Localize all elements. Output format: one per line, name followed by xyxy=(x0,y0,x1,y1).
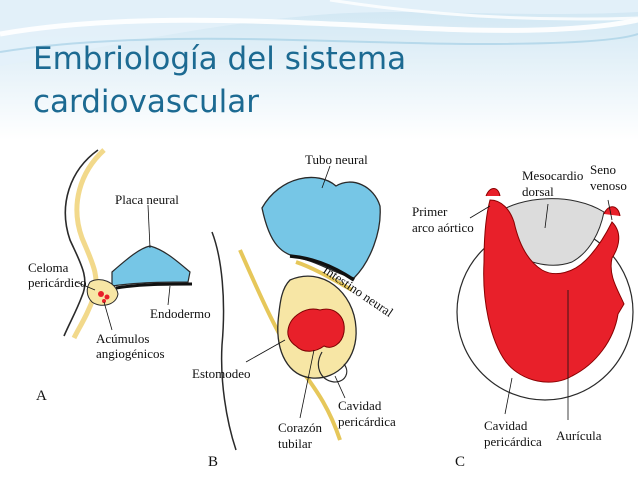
label-corazon-line1: Corazón xyxy=(278,420,323,435)
leader-corazon xyxy=(299,349,315,419)
leader-cavidad-b xyxy=(334,375,346,399)
label-acumulos-line2: angiogénicos xyxy=(96,346,165,361)
panel-b-heart-loop xyxy=(317,351,348,383)
header-wave-decoration xyxy=(0,0,638,140)
label-celoma-line1: Celoma xyxy=(28,260,69,275)
leader-primer xyxy=(469,205,491,219)
label-auricula: Aurícula xyxy=(556,428,602,443)
label-celoma-line2: pericárdico xyxy=(28,275,86,290)
panel-b: Tubo neural Intestino neural Estomodeo C… xyxy=(192,152,396,470)
leader-acumulos xyxy=(103,301,113,331)
leader-cavidad-c xyxy=(504,377,513,415)
leader-endodermo xyxy=(167,285,171,306)
leader-mesocardio xyxy=(544,203,549,229)
leader-celoma xyxy=(75,281,96,291)
panel-b-tubular-heart xyxy=(287,308,345,352)
leader-tubo-neural xyxy=(321,165,331,189)
leader-placa-neural xyxy=(147,204,151,249)
panel-b-notochord-band xyxy=(289,254,355,282)
label-corazon-line2: tubilar xyxy=(278,436,313,451)
label-acumulos-line1: Acúmulos xyxy=(96,331,149,346)
label-cavidad-c-line1: Cavidad xyxy=(484,418,528,433)
label-mesocardio-line1: Mesocardio xyxy=(522,168,583,183)
slide-title-line-1: Embriología del sistema xyxy=(33,41,407,77)
label-tubo-neural: Tubo neural xyxy=(305,152,368,167)
panel-c-aortic-arch-stub xyxy=(485,188,501,197)
label-mesocardio-line2: dorsal xyxy=(522,184,554,199)
label-cavidad-b-line1: Cavidad xyxy=(338,398,382,413)
panel-b-letter: B xyxy=(208,454,218,470)
label-primer-line1: Primer xyxy=(412,204,448,219)
slide-title: Embriología del sistema cardiovascular xyxy=(33,38,593,124)
panel-a-ectoderm-fold xyxy=(63,149,99,337)
leader-estomodeo xyxy=(245,339,286,363)
panel-c-heart xyxy=(483,199,625,383)
panel-c: Mesocardio dorsal Seno venoso Primer arc… xyxy=(412,162,634,470)
panel-c-letter: C xyxy=(455,454,465,470)
embryology-diagram: Placa neural Celoma pericárdico Endoderm… xyxy=(28,148,634,470)
label-cavidad-b-line2: pericárdica xyxy=(338,414,396,429)
slide-title-line-2: cardiovascular xyxy=(33,84,260,120)
panel-c-sinus-venosus-stub xyxy=(603,206,621,217)
panel-a-angiogenic-cluster xyxy=(102,299,106,303)
panel-a: Placa neural Celoma pericárdico Endoderm… xyxy=(28,148,211,404)
panel-b-foregut-tube xyxy=(295,260,353,292)
label-placa-neural: Placa neural xyxy=(115,192,179,207)
panel-a-angiogenic-cluster xyxy=(98,291,104,297)
label-seno-line1: Seno xyxy=(590,162,616,177)
label-cavidad-c-line2: pericárdica xyxy=(484,434,542,449)
leader-seno xyxy=(607,199,613,221)
label-seno-line2: venoso xyxy=(590,178,627,193)
panel-a-letter: A xyxy=(36,388,47,404)
label-endodermo: Endodermo xyxy=(150,306,211,321)
panel-a-endoderm xyxy=(115,282,193,290)
panel-a-angiogenic-cluster xyxy=(104,294,110,300)
label-primer-line2: arco aórtico xyxy=(412,220,474,235)
panel-b-body-outline xyxy=(211,231,237,451)
panel-a-mesoderm-band xyxy=(71,148,106,340)
label-estomodeo: Estomodeo xyxy=(192,366,251,381)
panel-a-neural-plate xyxy=(111,245,191,287)
